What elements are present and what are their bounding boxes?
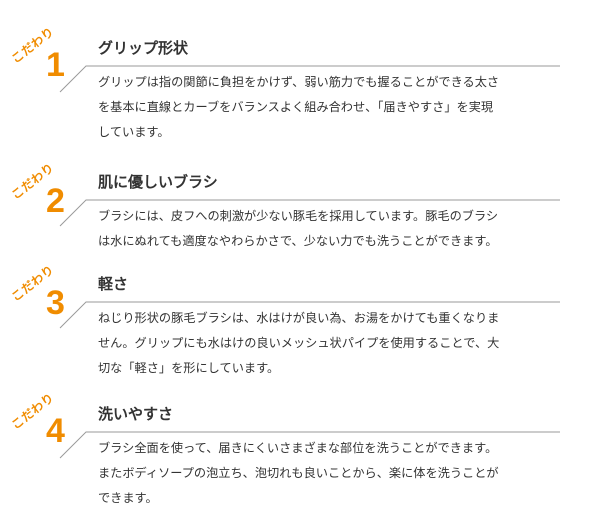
section-divider	[59, 431, 560, 459]
feature-badge-2: こだわり 2	[9, 160, 98, 232]
section-heading: 肌に優しいブラシ	[98, 173, 218, 191]
section-body: ブラシ全面を使って、届きにくいさまざまな部位を洗うことができます。 またボディソ…	[98, 441, 499, 505]
section-body: ブラシには、皮フへの刺激が少ない豚毛を採用しています。豚毛のブラシ は水にぬれて…	[98, 209, 499, 248]
section-divider	[59, 65, 560, 93]
section-heading: 洗いやすさ	[98, 405, 174, 423]
feature-badge-3: こだわり 3	[9, 262, 98, 334]
badge-number: 2	[46, 182, 65, 220]
section-divider	[59, 301, 560, 329]
badge-number: 3	[46, 284, 65, 322]
feature-badge-1: こだわり 1	[9, 24, 98, 96]
feature-badge-4: こだわり 4	[9, 390, 98, 462]
badge-number: 4	[46, 412, 65, 450]
badge-number: 1	[46, 46, 65, 84]
section-heading: 軽さ	[98, 275, 129, 293]
section-heading: グリップ形状	[98, 39, 189, 57]
section-body: ねじり形状の豚毛ブラシは、水はけが良い為、お湯をかけても重くなりま せん。グリッ…	[98, 311, 500, 375]
section-body: グリップは指の関節に負担をかけず、弱い筋力でも握ることができる太さ を基本に直線…	[98, 75, 500, 139]
section-divider	[59, 199, 560, 227]
